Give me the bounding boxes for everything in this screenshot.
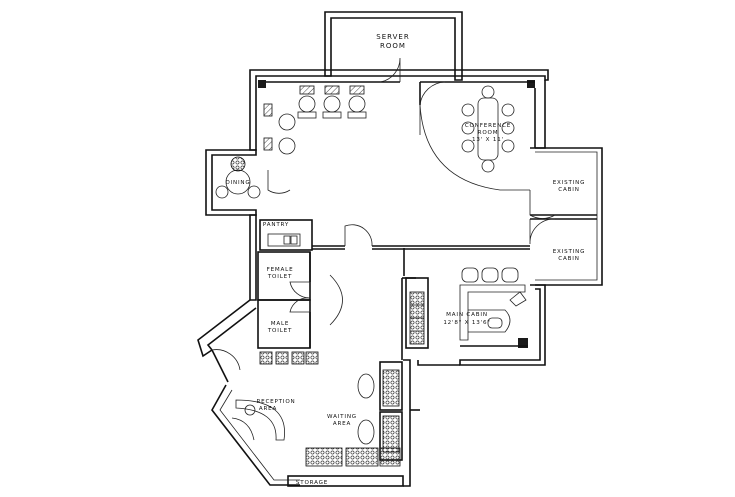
furniture [215, 85, 527, 467]
conference-table [461, 85, 515, 173]
conference-room-label-line3: 13' X 11' [472, 137, 504, 143]
reception-area-label-line1: RECEPTION [256, 399, 295, 405]
male-toilet-label-line2: TOILET [267, 328, 292, 334]
interior-walls [257, 82, 530, 461]
main-cabin-label-line1: MAIN CABIN [446, 312, 488, 318]
workstation-chairs [263, 85, 367, 155]
female-toilet-label-line1: FEMALE [267, 267, 294, 273]
reception-area-label-line2: AREA [259, 406, 277, 412]
dining-table [215, 156, 261, 199]
male-toilet-label-line1: MALE [271, 321, 290, 327]
doors [211, 57, 556, 371]
existing-cabin-1-label-line1: EXISTING [553, 180, 586, 186]
existing-cabin-2-label-line1: EXISTING [553, 249, 586, 255]
cabin-chairs [461, 267, 527, 329]
outer-walls [197, 11, 603, 487]
waiting-area-label-line1: WAITING [327, 414, 357, 420]
reception-desk [231, 399, 285, 441]
storage-label: STORAGE [296, 480, 328, 486]
waiting-area-label-line2: AREA [333, 421, 351, 427]
server-room-label-line2: ROOM [380, 42, 406, 50]
existing-cabin-2-label-line2: CABIN [558, 256, 579, 262]
dining-label: DINING [225, 180, 250, 186]
female-toilet-label-line2: TOILET [267, 274, 292, 280]
conference-room-label-line2: ROOM [478, 130, 499, 136]
waiting-sofas [305, 369, 401, 467]
existing-cabin-1-label-line2: CABIN [558, 187, 579, 193]
conference-room-label-line1: CONFERENCE [465, 123, 511, 129]
planters [259, 351, 319, 365]
main-cabin-label-line2: 12'8" X 13'6" [443, 320, 490, 326]
labels: SERVER ROOM CONFERENCE ROOM 13' X 11' EX… [225, 33, 586, 486]
pantry-label: PANTRY [263, 222, 289, 228]
server-room-label-line1: SERVER [376, 33, 409, 41]
cabin-sofa [409, 291, 425, 345]
